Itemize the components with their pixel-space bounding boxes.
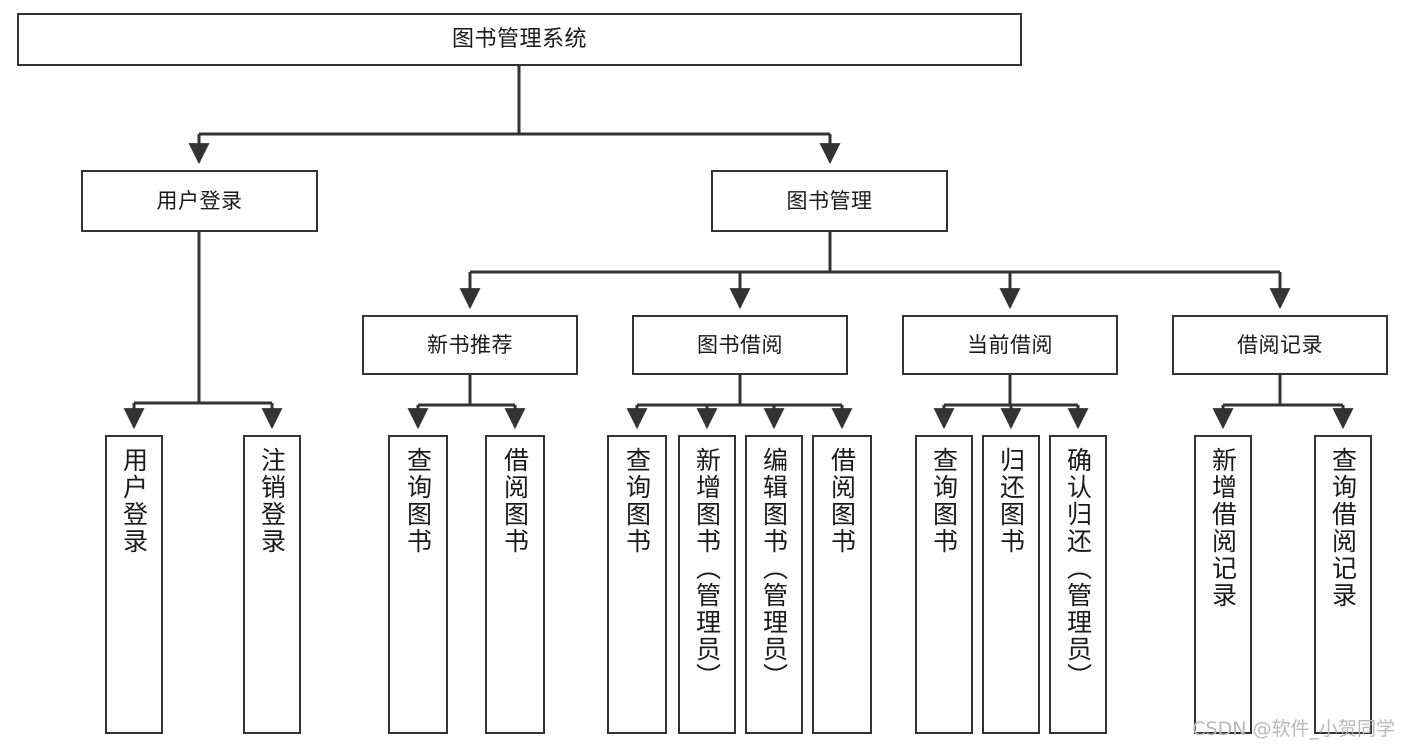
- node-label: 新书推荐: [427, 332, 513, 357]
- node-leaf-query-book-2[interactable]: 查询图书: [607, 435, 667, 734]
- node-label: 用户登录: [119, 447, 149, 555]
- node-label: 查询图书: [929, 447, 959, 555]
- node-book-borrow[interactable]: 图书借阅: [632, 315, 848, 375]
- node-leaf-query-record[interactable]: 查询借阅记录: [1314, 435, 1372, 734]
- node-leaf-query-book-3[interactable]: 查询图书: [915, 435, 973, 734]
- node-leaf-add-book[interactable]: 新增图书（管理员）: [678, 435, 736, 734]
- node-leaf-add-record[interactable]: 新增借阅记录: [1194, 435, 1252, 734]
- node-leaf-edit-book[interactable]: 编辑图书（管理员）: [745, 435, 803, 734]
- node-label: 新增图书（管理员）: [692, 447, 722, 690]
- node-leaf-borrow-book-1[interactable]: 借阅图书: [485, 435, 545, 734]
- node-label: 查询图书: [622, 447, 652, 555]
- node-label: 图书借阅: [697, 332, 783, 357]
- node-leaf-borrow-book-2[interactable]: 借阅图书: [812, 435, 872, 734]
- node-label: 新增借阅记录: [1208, 447, 1238, 609]
- node-leaf-query-book-1[interactable]: 查询图书: [388, 435, 448, 734]
- node-label: 借阅图书: [500, 447, 530, 555]
- node-label: 归还图书: [996, 447, 1026, 555]
- node-leaf-logout-login[interactable]: 注销登录: [243, 435, 301, 734]
- node-leaf-return-book[interactable]: 归还图书: [982, 435, 1040, 734]
- node-label: 注销登录: [257, 447, 287, 555]
- node-new-book-recommend[interactable]: 新书推荐: [362, 315, 578, 375]
- node-book-manage[interactable]: 图书管理: [711, 170, 948, 232]
- node-user-login[interactable]: 用户登录: [81, 170, 318, 232]
- node-leaf-confirm-return[interactable]: 确认归还（管理员）: [1049, 435, 1107, 734]
- node-label: 确认归还（管理员）: [1063, 447, 1093, 690]
- node-label: 编辑图书（管理员）: [759, 447, 789, 690]
- node-leaf-user-login[interactable]: 用户登录: [105, 435, 163, 734]
- node-label: 当前借阅: [967, 332, 1053, 357]
- csdn-watermark: CSDN @软件_小贺同学: [1192, 718, 1395, 740]
- node-root-book-management-system[interactable]: 图书管理系统: [17, 13, 1022, 66]
- node-borrow-record[interactable]: 借阅记录: [1172, 315, 1388, 375]
- node-label: 借阅记录: [1237, 332, 1323, 357]
- node-current-borrow[interactable]: 当前借阅: [902, 315, 1118, 375]
- node-label: 用户登录: [156, 188, 243, 213]
- node-label: 图书管理: [786, 188, 873, 213]
- node-label: 查询借阅记录: [1328, 447, 1358, 609]
- node-label: 图书管理系统: [451, 26, 587, 52]
- node-label: 借阅图书: [827, 447, 857, 555]
- node-label: 查询图书: [403, 447, 433, 555]
